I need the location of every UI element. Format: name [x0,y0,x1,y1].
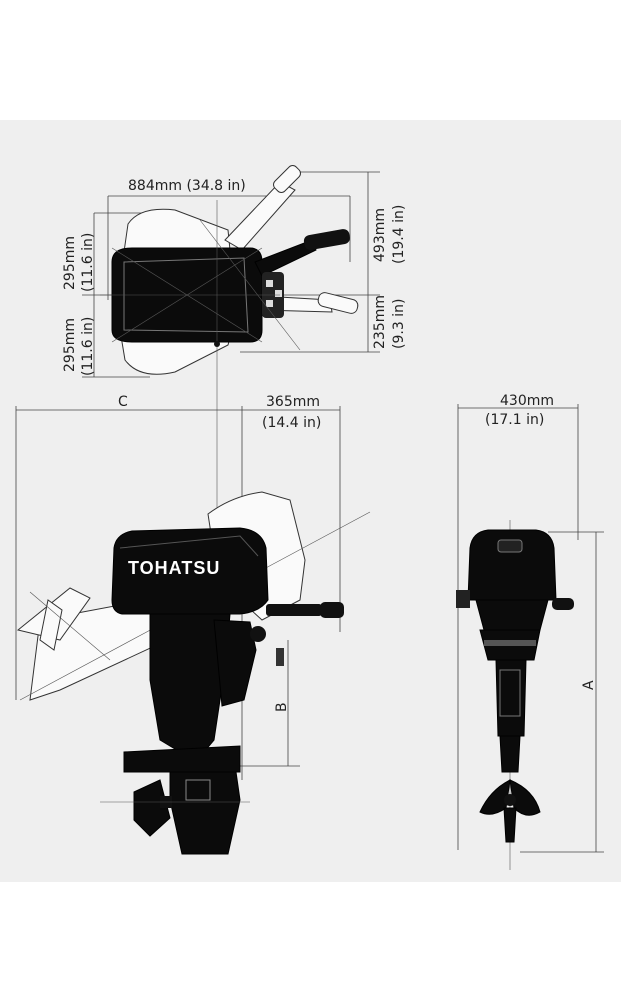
tiller-right-bottom-mm: 235mm [372,295,388,349]
label-a: A [581,680,597,690]
tiller-arm [254,239,317,277]
tilt-line [29,591,111,661]
tiller-right-top-in: (19.4 in) [391,205,407,264]
tiller-right-top-mm: 493mm [372,208,388,262]
ghost-prop-tilted [39,599,63,651]
label-c: C [118,394,128,410]
width-front-in: (17.1 in) [485,412,544,428]
cowling-front [467,529,557,601]
bracket-left [456,590,470,608]
prop-blade-right [509,779,541,816]
cowling-side [111,527,269,615]
propeller-side [133,779,171,837]
tiller-left-in: (11.6 in) [80,233,96,292]
gearcase-front [499,735,521,773]
ghost-tiller-upper [224,181,296,251]
depth-in: (14.4 in) [262,415,321,431]
depth-mm: 365mm [266,394,320,410]
width-front-mm: 430mm [500,393,554,409]
gearcase [169,771,241,855]
tiller-grip-front [552,598,574,610]
prop-blade-left [479,779,511,815]
midsection-front [495,659,527,737]
construction-line [199,219,301,351]
tiller-grip-side [320,602,344,618]
ghost-grip-upper [273,165,301,193]
tiller-right-bottom-in: (9.3 in) [391,299,407,349]
pivot-point [214,341,220,347]
top-view [82,165,380,640]
tiller-switch [266,300,273,307]
clamp-knob [250,626,266,642]
front-view [456,404,604,870]
clamp-front [484,640,536,646]
tiller-switch [266,280,273,287]
anti-cavitation-plate [123,745,241,773]
gearcase-detail [185,779,211,801]
lower-cowling-front [475,599,549,631]
tiller-left-mm: 295mm [62,236,78,290]
tiller-left2-in: (11.6 in) [80,317,96,376]
width-overall-label: 884mm (34.8 in) [128,178,246,194]
tiller-side [266,604,322,616]
side-view [15,406,371,855]
prop-hub-front [504,794,516,806]
label-b: B [274,702,290,712]
tiller-switch [275,290,282,297]
tiller-grip [303,229,350,250]
ghost-grip-lower [317,292,359,314]
prop-blade-bottom [503,807,517,843]
cowling-line [119,535,259,557]
transom-bracket [213,619,257,707]
brand-logo: TOHATSU [128,558,220,578]
clamp-screw [276,648,284,666]
tiller-left2-mm: 295mm [62,318,78,372]
cowling-panel [123,257,249,333]
front-badge [497,539,523,553]
midsection-detail [499,669,521,717]
